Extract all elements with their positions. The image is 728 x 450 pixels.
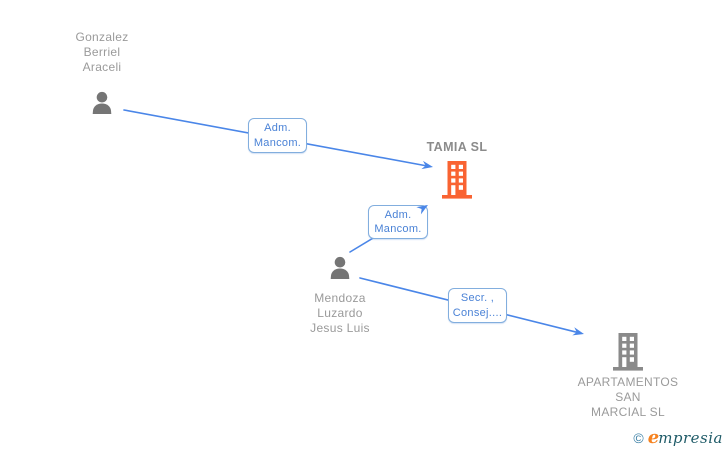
company-name: APARTAMENTOS SAN MARCIAL SL bbox=[578, 375, 679, 420]
company-name: TAMIA SL bbox=[426, 140, 488, 154]
company-name-line: MARCIAL SL bbox=[591, 405, 665, 419]
company-name-line: SAN bbox=[615, 390, 641, 404]
building-icon-highlighted bbox=[441, 159, 473, 199]
edge-label-line: Adm. bbox=[384, 208, 412, 221]
person-icon bbox=[88, 90, 116, 118]
person-name: Gonzalez Berriel Araceli bbox=[75, 30, 128, 75]
person-name-line: Luzardo bbox=[317, 306, 363, 320]
brand-wordmark: empresia bbox=[647, 427, 723, 448]
edge-label-line: Mancom. bbox=[374, 223, 422, 235]
person-name: Mendoza Luzardo Jesus Luis bbox=[310, 291, 370, 336]
person-name-line: Berriel bbox=[83, 45, 121, 59]
building-icon bbox=[612, 331, 644, 371]
edge-label-adm-mancom-1[interactable]: Adm. Mancom. bbox=[248, 118, 307, 153]
node-mendoza-luzardo-jesus-luis[interactable]: Mendoza Luzardo Jesus Luis bbox=[275, 255, 405, 336]
edge-label-secr-consej[interactable]: Secr. , Consej.... bbox=[448, 288, 507, 323]
node-gonzalez-berriel-araceli[interactable]: Gonzalez Berriel Araceli bbox=[37, 30, 167, 118]
empresia-logo[interactable]: © empresia bbox=[633, 427, 723, 448]
edge-label-line: Adm. bbox=[264, 122, 291, 134]
person-name-line: Mendoza bbox=[314, 291, 366, 305]
edge-label-adm-mancom-2[interactable]: Adm. Mancom. bbox=[368, 205, 428, 239]
edge-label-line: Consej.... bbox=[452, 306, 503, 319]
brand-rest: mpresia bbox=[658, 429, 723, 447]
node-tamia-sl[interactable]: TAMIA SL bbox=[404, 140, 510, 199]
copyright-icon: © bbox=[633, 430, 644, 446]
company-name-line: APARTAMENTOS bbox=[577, 375, 679, 389]
person-icon bbox=[326, 255, 354, 283]
person-name-line: Araceli bbox=[82, 60, 122, 74]
brand-initial: e bbox=[647, 427, 660, 448]
person-name-line: Jesus Luis bbox=[310, 321, 370, 335]
person-name-line: Gonzalez bbox=[75, 30, 129, 44]
node-apartamentos-san-marcial-sl[interactable]: APARTAMENTOS SAN MARCIAL SL bbox=[564, 331, 692, 420]
edge-label-line: Mancom. bbox=[253, 136, 302, 149]
edge-label-line: Secr. , bbox=[460, 292, 495, 304]
